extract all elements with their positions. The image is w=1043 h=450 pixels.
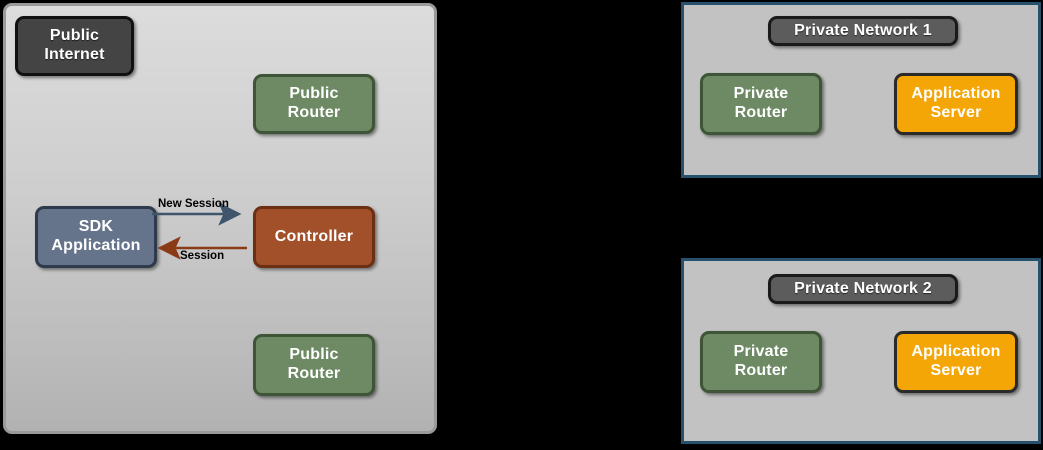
node-private-router-1[interactable]: Private Router bbox=[700, 73, 822, 135]
node-application-server-1-label: Application Server bbox=[911, 85, 1001, 121]
node-public-router-bottom[interactable]: Public Router bbox=[253, 334, 375, 396]
node-application-server-1[interactable]: Application Server bbox=[894, 73, 1018, 135]
private-network-2-panel: Private Network 2 Private Router Applica… bbox=[681, 258, 1041, 444]
node-public-internet[interactable]: Public Internet bbox=[15, 16, 134, 76]
edge-new-session-label: New Session bbox=[158, 198, 229, 210]
node-sdk-application-label: SDK Application bbox=[51, 218, 141, 254]
node-private-router-2[interactable]: Private Router bbox=[700, 331, 822, 393]
public-zone-panel: Public Internet Public Router SDK Applic… bbox=[3, 3, 437, 434]
edge-session-label: Session bbox=[180, 250, 225, 262]
private-network-1-title-label: Private Network 1 bbox=[794, 21, 932, 39]
node-sdk-application[interactable]: SDK Application bbox=[35, 206, 157, 268]
private-network-1-panel: Private Network 1 Private Router Applica… bbox=[681, 2, 1041, 178]
node-controller[interactable]: Controller bbox=[253, 206, 375, 268]
node-private-router-1-label: Private Router bbox=[733, 85, 789, 121]
node-public-router-bottom-label: Public Router bbox=[287, 346, 341, 382]
node-public-router-top[interactable]: Public Router bbox=[253, 74, 375, 134]
node-application-server-2[interactable]: Application Server bbox=[894, 331, 1018, 393]
node-public-router-top-label: Public Router bbox=[287, 85, 341, 121]
node-public-internet-label: Public Internet bbox=[44, 27, 105, 63]
private-network-1-title: Private Network 1 bbox=[768, 16, 958, 46]
private-network-2-title-label: Private Network 2 bbox=[794, 279, 932, 297]
node-controller-label: Controller bbox=[274, 227, 354, 245]
private-network-2-title: Private Network 2 bbox=[768, 274, 958, 304]
node-private-router-2-label: Private Router bbox=[733, 343, 789, 379]
node-application-server-2-label: Application Server bbox=[911, 343, 1001, 379]
